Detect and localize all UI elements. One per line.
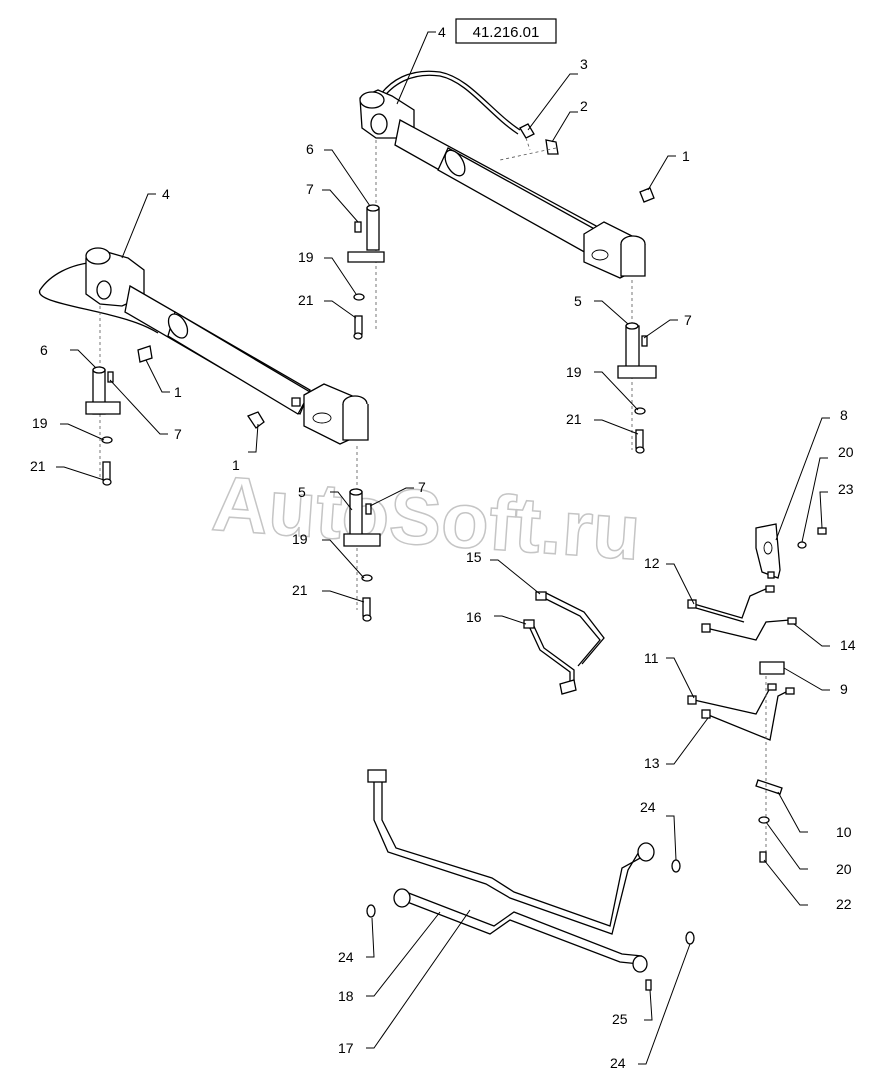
callout-20-lower: 20 <box>836 861 852 877</box>
callout-1-left: 1 <box>174 384 182 400</box>
callout-2: 2 <box>580 98 588 114</box>
left-cylinder-assembly <box>39 247 381 622</box>
callout-3: 3 <box>580 56 588 72</box>
callout-24-left: 24 <box>338 949 354 965</box>
callout-1-upper: 1 <box>682 148 690 164</box>
callout-19-left: 19 <box>32 415 48 431</box>
callout-labels: 4 3 2 1 6 7 19 21 5 7 19 21 4 6 1 7 19 2… <box>30 24 856 1071</box>
callout-21-upper-right: 21 <box>566 411 582 427</box>
callout-7-left: 7 <box>174 426 182 442</box>
callout-21-upper: 21 <box>298 292 314 308</box>
callout-13: 13 <box>644 755 660 771</box>
callout-24-bottom: 24 <box>610 1055 626 1071</box>
bracket-and-tubes-group <box>523 523 827 863</box>
callout-12: 12 <box>644 555 660 571</box>
reference-box[interactable]: 41.216.01 <box>455 18 557 44</box>
callout-25: 25 <box>612 1011 628 1027</box>
callout-9: 9 <box>840 681 848 697</box>
callout-14: 14 <box>840 637 856 653</box>
callout-19-middle: 19 <box>292 531 308 547</box>
reference-label: 41.216.01 <box>473 24 540 41</box>
callout-20-upper: 20 <box>838 444 854 460</box>
callout-17: 17 <box>338 1040 354 1056</box>
callout-8: 8 <box>840 407 848 423</box>
callout-5-middle: 5 <box>298 484 306 500</box>
callout-23: 23 <box>838 481 854 497</box>
callout-1-middle: 1 <box>232 457 240 473</box>
callout-4-left: 4 <box>162 186 170 202</box>
callout-11: 11 <box>644 650 659 666</box>
callout-24-right: 24 <box>640 799 656 815</box>
leader-lines <box>56 31 830 1065</box>
callout-5-upper: 5 <box>574 293 582 309</box>
callout-7-upper: 7 <box>306 181 314 197</box>
upper-cylinder-assembly <box>347 70 657 454</box>
callout-10: 10 <box>836 824 852 840</box>
watermark-text: AutoSoft.ru <box>209 459 643 577</box>
callout-21-left: 21 <box>30 458 46 474</box>
callout-18: 18 <box>338 988 354 1004</box>
callout-6-upper: 6 <box>306 141 314 157</box>
callout-16: 16 <box>466 609 482 625</box>
callout-19-upper-right: 19 <box>566 364 582 380</box>
callout-7-upper-right: 7 <box>684 312 692 328</box>
callout-6-left: 6 <box>40 342 48 358</box>
callout-21-middle: 21 <box>292 582 308 598</box>
callout-19-upper: 19 <box>298 249 314 265</box>
callout-15: 15 <box>466 549 482 565</box>
callout-4-upper: 4 <box>438 24 446 40</box>
callout-22: 22 <box>836 896 852 912</box>
callout-7-middle: 7 <box>418 479 426 495</box>
